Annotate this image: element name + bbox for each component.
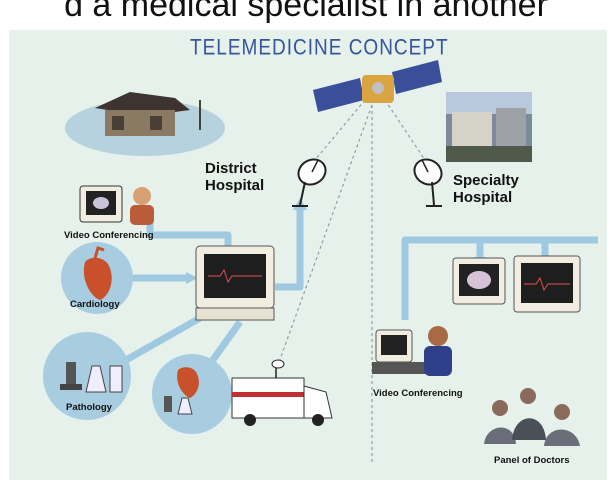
pathology-lab-icon [43,332,131,420]
cardiology-heart-icon [61,242,133,314]
pathology-label: Pathology [66,402,112,413]
mobile-lab-circle-icon [152,354,232,434]
dashed-wireless-links [277,99,426,465]
cardiology-label: Cardiology [70,299,120,310]
doctor-video-conferencing-icon [372,326,452,376]
ambulance-icon [231,359,333,426]
video-conferencing-left-label: Video Conferencing [64,230,154,241]
panel-of-doctors-label: Panel of Doctors [494,455,570,466]
district-hospital-label: District Hospital [205,160,265,194]
video-conferencing-right-label: Video Conferencing [373,388,463,399]
panel-of-doctors-icon [484,388,580,446]
dish-antenna-specialty-icon [413,158,443,207]
video-conferencing-monitor-icon [79,185,154,225]
connector-lines-right [401,236,598,320]
dish-antenna-district-icon [292,158,327,207]
cropped-caption-text: d a medical specialist in another [64,0,548,24]
village-house-illustration [65,92,225,156]
specialty-monitor-ecg-icon [513,255,581,313]
district-workstation-monitor-icon [195,245,275,321]
diagram-title: TELEMEDICINE CONCEPT [190,36,449,61]
specialty-hospital-photo [446,92,532,162]
satellite-icon [313,60,442,112]
specialty-hospital-label: Specialty Hospital [453,172,519,206]
specialty-monitor-brain-icon [452,257,506,305]
